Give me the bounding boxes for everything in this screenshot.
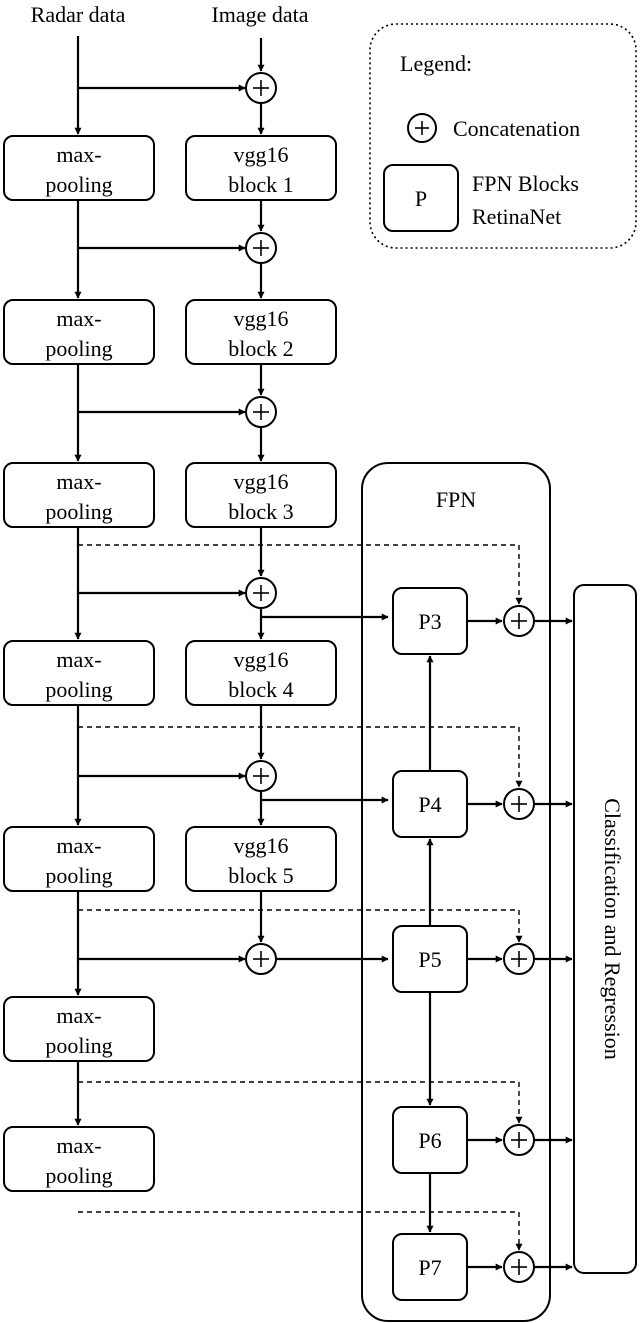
fpn-title: FPN	[436, 487, 476, 512]
maxpool-5: max-pooling	[3, 826, 155, 892]
legend-block-line2: RetinaNet	[472, 204, 561, 229]
legend-concat-label: Concatenation	[453, 116, 580, 141]
maxpool-2: max-pooling	[3, 299, 155, 365]
radar-dashed-skip	[78, 909, 523, 943]
vgg16-block-1-label-line1: vgg16	[234, 142, 289, 167]
radar-dashed-skip	[78, 1211, 523, 1251]
fpn-block-p7: P7	[392, 1233, 468, 1301]
vgg16-block-3: vgg16 block 3	[185, 462, 337, 528]
maxpool-4: max-pooling	[3, 640, 155, 706]
vgg16-block-5: vgg16 block 5	[185, 826, 337, 892]
vgg16-block-4-label-line1: vgg16	[234, 647, 289, 672]
maxpool-1: max-pooling	[3, 135, 155, 201]
vgg16-block-4: vgg16 block 4	[185, 640, 337, 706]
concat-node-4	[245, 577, 277, 609]
vgg16-block-5-label-line1: vgg16	[234, 833, 289, 858]
vgg16-block-3-label-line2: block 3	[228, 499, 293, 524]
output-concat-node-4	[503, 1124, 535, 1156]
maxpool-3-label-line2: pooling	[45, 499, 112, 524]
maxpool-7: max-pooling	[3, 1126, 155, 1192]
fpn-block-p6-label: P6	[418, 1128, 441, 1153]
concat-node-1	[245, 72, 277, 104]
radar-dashed-skip	[78, 544, 523, 605]
concat-node-5	[245, 760, 277, 792]
maxpool-7-label-line1: max-	[56, 1133, 101, 1158]
vgg16-block-3-label-line1: vgg16	[234, 469, 289, 494]
output-concat-node-2	[503, 788, 535, 820]
legend-block-line1: FPN Blocks	[472, 171, 579, 196]
fpn-block-p5: P5	[392, 925, 468, 993]
radar-dashed-skip	[78, 1081, 523, 1124]
vgg16-block-1: vgg16 block 1	[185, 135, 337, 201]
vgg16-block-1-label-line2: block 1	[228, 172, 293, 197]
output-concat-node-3	[503, 943, 535, 975]
fpn-block-p4-label: P4	[418, 792, 441, 817]
vgg16-block-2-label-line1: vgg16	[234, 306, 289, 331]
legend-concat-icon	[407, 113, 437, 143]
maxpool-2-label-line2: pooling	[45, 336, 112, 361]
fpn-block-p3: P3	[392, 587, 468, 655]
fpn-block-p5-label: P5	[418, 947, 441, 972]
legend: Legend: Concatenation P FPN Blocks Retin…	[369, 23, 637, 249]
maxpool-6-label-line2: pooling	[45, 1033, 112, 1058]
maxpool-7-label-line2: pooling	[45, 1163, 112, 1188]
vgg16-block-2-label-line2: block 2	[228, 336, 293, 361]
legend-title: Legend:	[400, 51, 472, 76]
legend-block-icon	[383, 164, 459, 232]
fpn-block-p6: P6	[392, 1106, 468, 1174]
maxpool-3: max-pooling	[3, 462, 155, 528]
output-concat-node-5	[503, 1251, 535, 1283]
vgg16-block-5-label-line2: block 5	[228, 863, 293, 888]
legend-block-symbol: P	[415, 186, 427, 211]
radar-dashed-skip	[78, 726, 523, 788]
maxpool-1-label-line1: max-	[56, 142, 101, 167]
maxpool-5-label-line1: max-	[56, 833, 101, 858]
maxpool-2-label-line1: max-	[56, 306, 101, 331]
maxpool-1-label-line2: pooling	[45, 172, 112, 197]
concat-node-3	[245, 396, 277, 428]
vgg16-block-4-label-line2: block 4	[228, 677, 293, 702]
maxpool-6-label-line1: max-	[56, 1003, 101, 1028]
concat-node-6	[245, 943, 277, 975]
fpn-block-p7-label: P7	[418, 1255, 441, 1280]
classification-regression-head	[573, 584, 637, 1274]
maxpool-5-label-line2: pooling	[45, 863, 112, 888]
concat-node-2	[245, 232, 277, 264]
radar-data-label: Radar data	[31, 2, 126, 27]
image-data-label: Image data	[211, 2, 308, 27]
maxpool-3-label-line1: max-	[56, 469, 101, 494]
maxpool-4-label-line2: pooling	[45, 677, 112, 702]
output-concat-node-1	[503, 605, 535, 637]
classification-regression-label: Classification and Regression	[600, 798, 625, 1060]
maxpool-6: max-pooling	[3, 996, 155, 1062]
vgg16-block-2: vgg16 block 2	[185, 299, 337, 365]
maxpool-4-label-line1: max-	[56, 647, 101, 672]
fpn-block-p4: P4	[392, 770, 468, 838]
fpn-block-p3-label: P3	[418, 609, 441, 634]
